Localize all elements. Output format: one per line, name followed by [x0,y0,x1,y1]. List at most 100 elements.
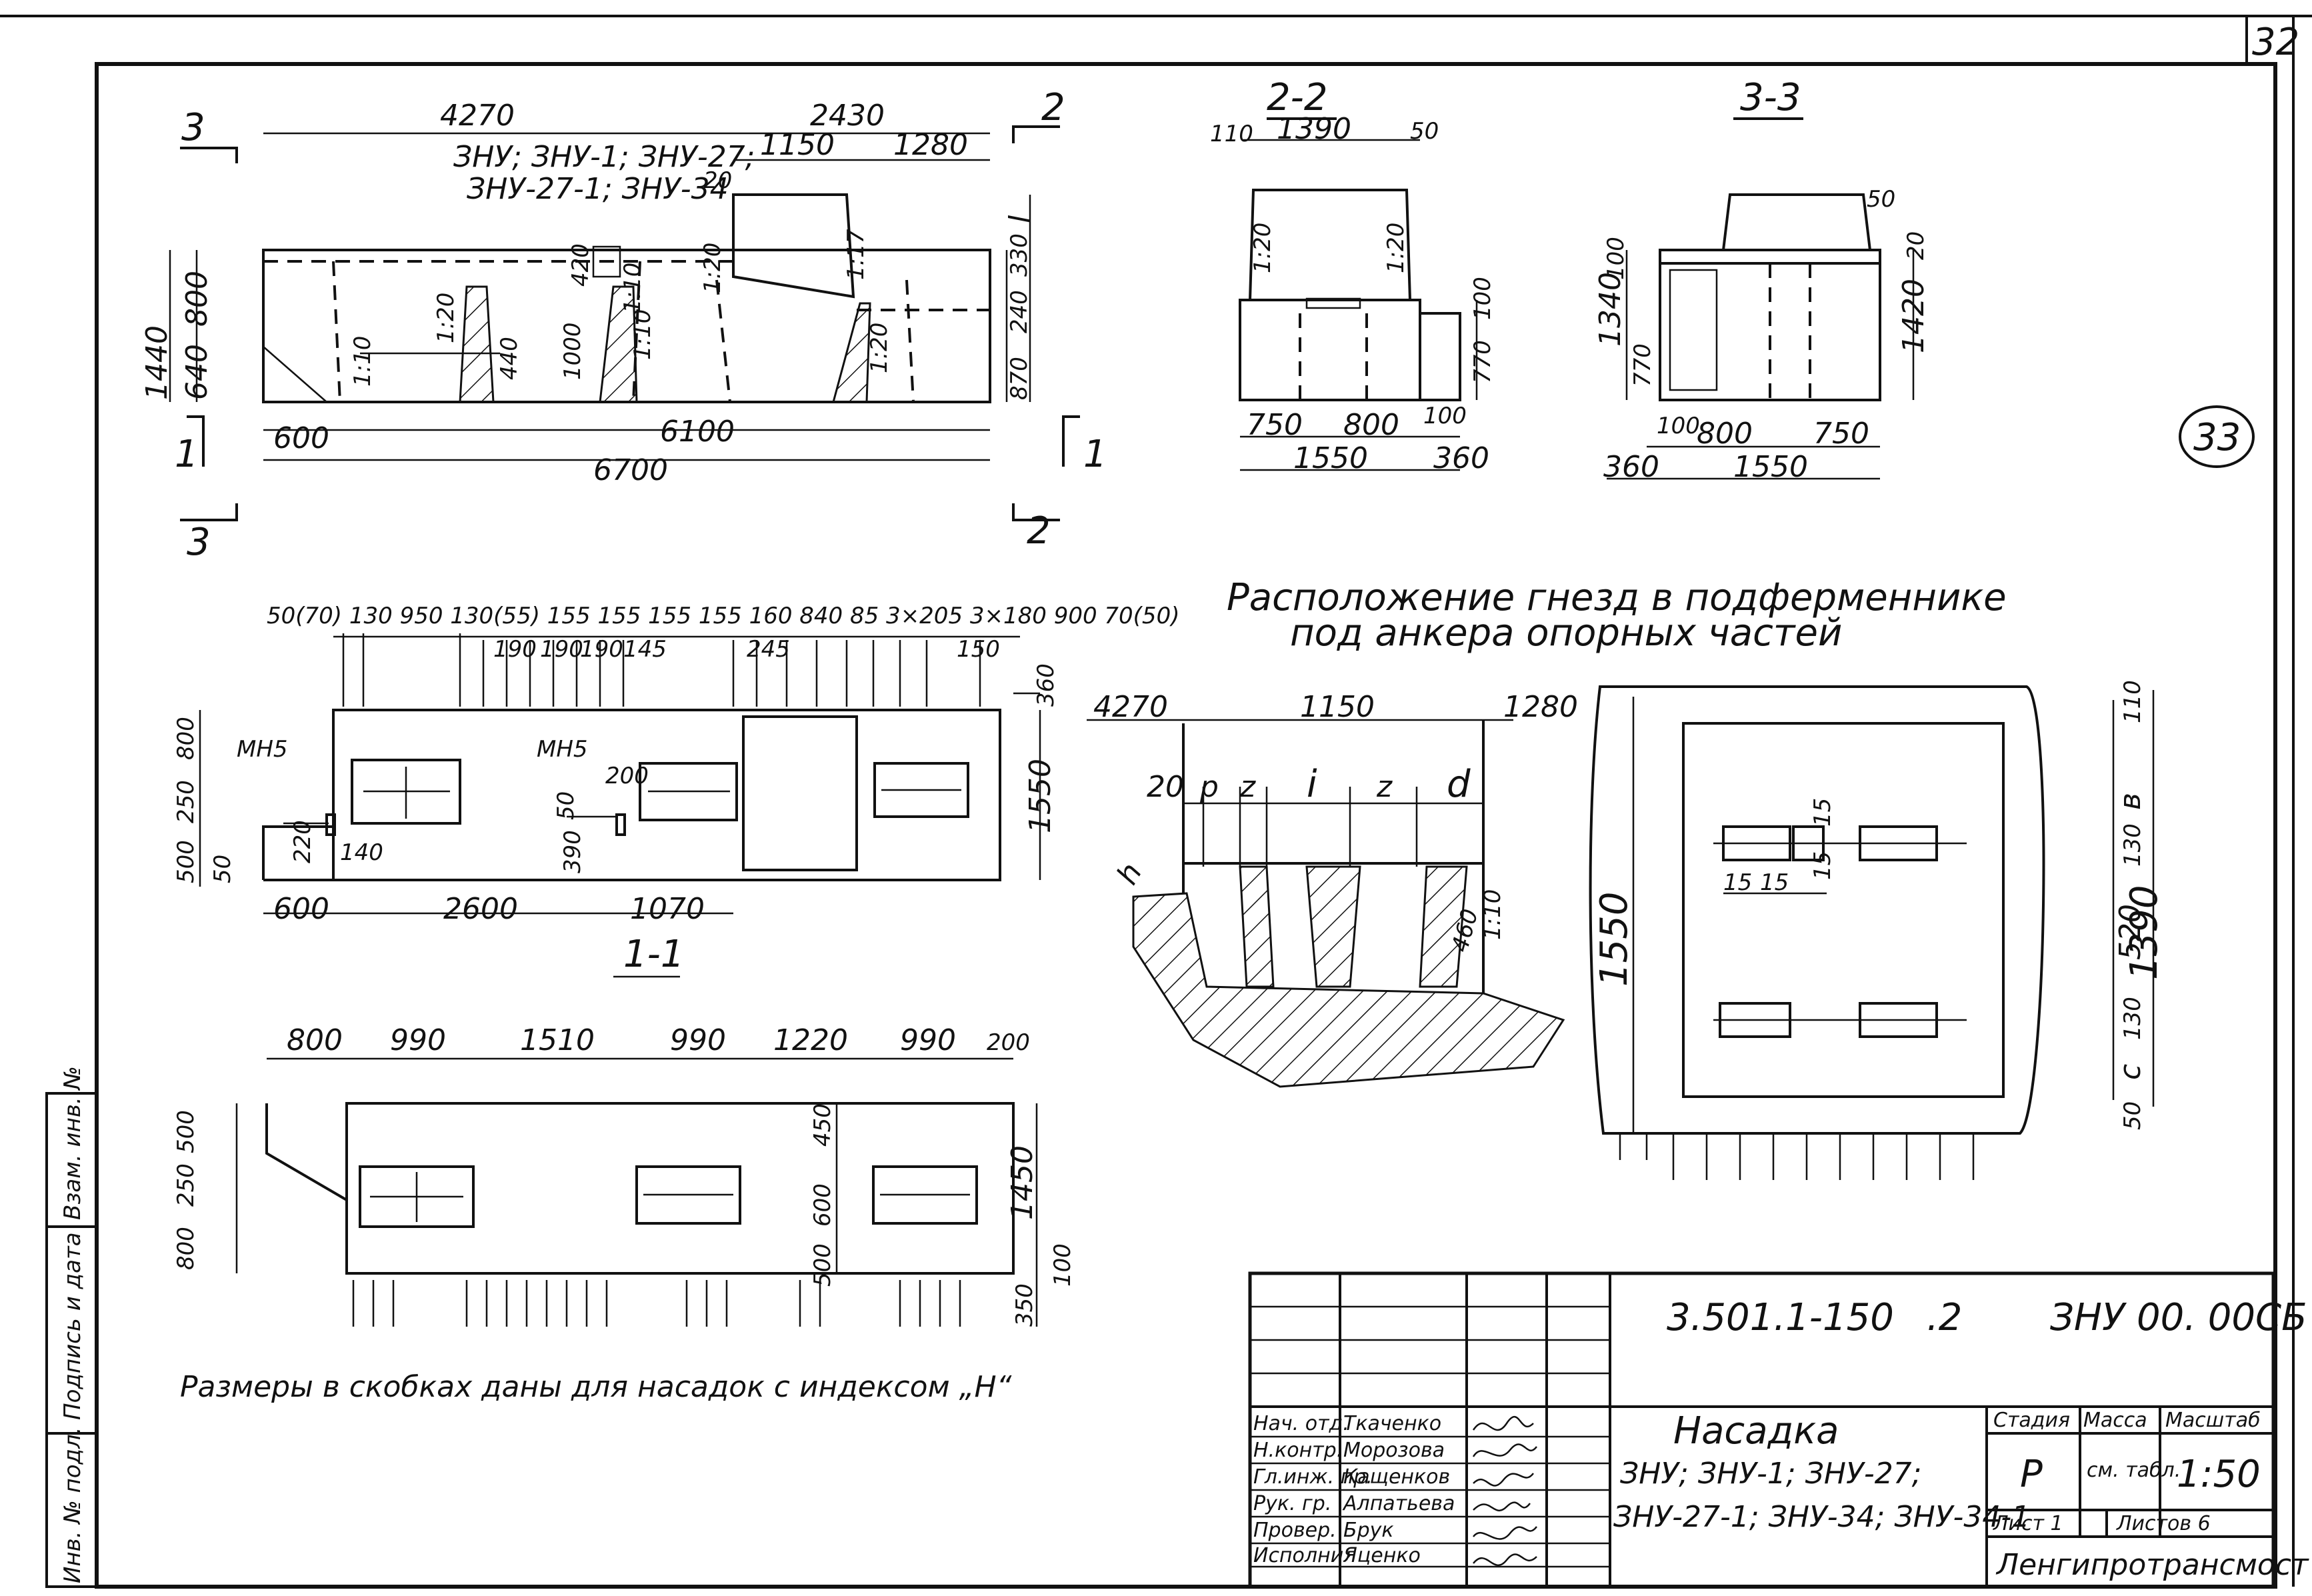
role-2: Н.контр. [1253,1439,1343,1462]
s11-dim-50b: 50 [553,791,579,820]
bv-dim-800b: 800 [173,1227,199,1270]
product-name: Насадка [1673,1409,1839,1453]
pd-dim-15d: 15 [1809,851,1836,880]
s22-dim-110: 110 [1210,121,1253,147]
doc-code2: ЗНУ 00. 00СБ [2050,1296,2307,1339]
mass-value: см. табл. [2087,1459,2181,1482]
s33-dim-100b: 100 [1657,413,1700,439]
plan-slope-5: 1:20 [866,323,893,373]
bv-dim-1220: 1220 [773,1023,848,1057]
bv-dim-1450: 1450 [1005,1145,1039,1220]
margin-label-replace: Взам. инв. № [59,1066,86,1220]
s11-dim-1070: 1070 [630,892,705,926]
nest-dim-p: p [1199,770,1219,804]
bv-dim-990a: 990 [390,1023,446,1057]
s11-dim-140: 140 [340,839,383,866]
cut-3-bottom: 3 [187,521,211,564]
s11-callout-mh5-left: МН5 [237,736,288,763]
s11-dim-200: 200 [605,763,649,789]
page-number: 32 [2252,21,2299,64]
s11-dim-1550: 1550 [1023,759,1057,833]
plan-dim-240: 240 [1006,290,1033,333]
cut-3-top: 3 [181,106,205,149]
s22-dim-360: 360 [1433,441,1489,475]
s11-dim-800: 800 [173,717,199,760]
plan-slope-1: 1:20 [433,293,459,343]
nest-dim-i: i [1307,763,1317,806]
s11-dim-250: 250 [173,780,199,823]
pd-dim-1550: 1550 [1593,891,1636,987]
plan-dim-800: 800 [180,271,214,327]
s33-dim-100: 100 [1603,237,1629,280]
s22-dim-750: 750 [1247,408,1303,442]
plan-dim-6700: 6700 [593,453,668,487]
signatures [1472,1416,1537,1566]
nest-dim-h: h [1110,857,1149,891]
nest-title-line2: под анкера опорных частей [1290,611,1842,655]
pd-dim-15b: 15 [1760,869,1789,896]
name-2: Морозова [1343,1439,1445,1462]
s11-subdim-6: 150 [957,636,1000,663]
section-3-3-title: 3-3 [1740,76,1801,119]
plan-view [169,125,1080,521]
margin-stamp [45,1092,98,1588]
plan-dim-1000: 1000 [559,322,586,380]
plan-slope-3: 1:20 [699,243,726,293]
section-1-1 [199,633,1041,978]
nest-title-line1: Расположение гнезд в подферменнике [1227,576,2007,619]
name-5: Брук [1343,1519,1394,1542]
sheet-frame [0,15,2312,1589]
pd-dim-15a: 15 [1723,869,1752,896]
s33-dim-800: 800 [1697,417,1753,451]
product-types-2: ЗНУ-27-1; ЗНУ-34; ЗНУ-34-1 [1613,1500,2030,1534]
plan-slope-117: 1:17 [843,229,869,280]
scale-header: Масштаб [2165,1409,2261,1432]
s11-dim-600: 600 [273,892,329,926]
circled-number-mark [2179,405,2255,468]
section-3-3 [1607,117,1915,480]
s22-slope-2: 1:20 [1383,223,1409,273]
bv-dim-800: 800 [287,1023,343,1057]
cut-1-left: 1 [175,433,199,476]
plan-slope-2: 1:10 [349,336,376,387]
s33-dim-770: 770 [1629,343,1656,387]
circled-number: 33 [2193,416,2241,459]
pd-dim-15c: 15 [1809,798,1836,827]
nest-dim-z1: z [1239,770,1256,804]
s22-dim-770: 770 [1469,340,1496,383]
section-2-2-title: 2-2 [1267,76,1327,119]
s11-dim-50: 50 [209,855,236,883]
s33-dim-360: 360 [1603,450,1659,484]
pd-dim-520: 520 [2113,904,2147,960]
bv-dim-500b: 500 [809,1243,836,1287]
pd-dim-130b: 130 [2119,997,2146,1040]
bv-dim-100: 100 [1049,1243,1076,1287]
s11-subdim-5: 245 [747,636,790,663]
nest-dim-1150: 1150 [1300,690,1375,724]
nest-dim-20: 20 [1147,770,1184,804]
s33-dim-750: 750 [1813,417,1869,451]
cut-1-right: 1 [1083,433,1107,476]
s33-dim-20: 20 [1903,231,1929,260]
plan-dim-640: 640 [180,344,214,400]
pd-dim-50: 50 [2119,1101,2146,1130]
pd-dim-110: 110 [2119,680,2146,723]
s11-dims-top: 50(70) 130 950 130(55) 155 155 155 155 1… [267,603,1179,629]
bv-dim-600: 600 [809,1183,836,1227]
nest-detail [1087,719,1565,1088]
plan-slope-110: 1:10 [619,263,646,313]
plan-dim-870: 870 [1006,357,1033,400]
s11-subdim-3: 190 [580,636,623,663]
role-6: Исполнил [1253,1544,1356,1567]
plan-dim-4270: 4270 [440,99,515,133]
doc-code: 3.501.1-150 [1667,1296,1894,1339]
pd-dim-1390: 1390 [2123,885,2166,980]
bv-dim-450: 450 [809,1103,836,1147]
s11-dim-500: 500 [173,840,199,883]
plan-dim-l: l [1003,215,1037,223]
plan-dim-1150: 1150 [760,128,835,162]
s33-dim-1340: 1340 [1593,272,1627,347]
cut-2-top: 2 [1041,86,1065,129]
s11-subdim-4: 145 [623,636,667,663]
